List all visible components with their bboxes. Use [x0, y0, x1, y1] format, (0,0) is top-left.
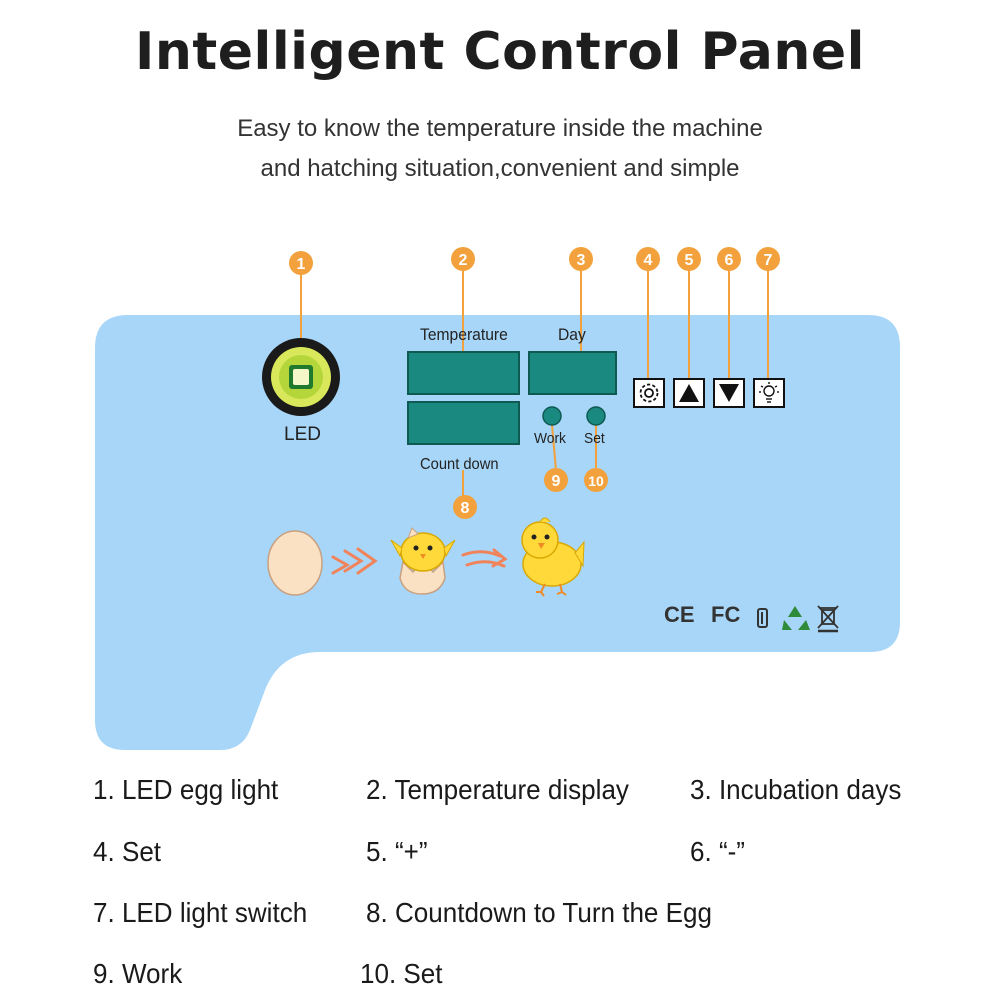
recycle-icon	[782, 606, 810, 630]
temperature-display	[407, 351, 520, 395]
marker-number: 6	[725, 252, 734, 269]
fcc-mark: FC	[711, 602, 741, 627]
legend-item: 4. Set	[93, 836, 162, 867]
day-display	[528, 351, 617, 395]
day-label: Day	[558, 325, 586, 344]
light-bulb-icon	[759, 382, 779, 403]
marker-3: 3	[569, 247, 593, 271]
subtitle-line-2: and hatching situation,convenient and si…	[260, 155, 740, 182]
legend-item: 10. Set	[360, 958, 443, 989]
arrow-icon	[331, 547, 378, 575]
set-indicator	[586, 406, 606, 426]
hatching-chick-illustration	[390, 527, 456, 595]
panel-background	[95, 315, 900, 750]
marker-number: 9	[552, 473, 561, 490]
chick-illustration	[521, 517, 585, 597]
gear-icon	[639, 383, 659, 403]
marker-1: 1	[289, 251, 313, 275]
marker-5: 5	[677, 247, 701, 271]
marker-2: 2	[451, 247, 475, 271]
led-label: LED	[284, 424, 321, 445]
led-light-switch-button[interactable]	[753, 378, 785, 408]
page-title: Intelligent Control Panel	[135, 22, 865, 82]
marker-10: 10	[584, 468, 608, 492]
legend-item: 7. LED light switch	[93, 897, 308, 928]
plus-button[interactable]	[673, 378, 705, 408]
countdown-display	[407, 401, 520, 445]
work-label: Work	[534, 430, 566, 447]
minus-button[interactable]	[713, 378, 745, 408]
legend-item: 3. Incubation days	[690, 774, 902, 805]
countdown-label: Count down	[420, 456, 499, 473]
marker-9: 9	[544, 468, 568, 492]
legend-item: 5. “+”	[366, 836, 428, 867]
led-egg-light	[262, 338, 340, 416]
marker-number: 2	[459, 252, 468, 269]
ce-mark: CE	[664, 602, 695, 627]
marker-number: 3	[577, 252, 586, 269]
legend-item: 9. Work	[93, 958, 183, 989]
weee-bin-icon	[817, 605, 839, 633]
marker-7: 7	[756, 247, 780, 271]
marker-number: 5	[685, 252, 694, 269]
marker-8: 8	[453, 495, 477, 519]
marker-number: 4	[644, 252, 653, 269]
temperature-label: Temperature	[420, 325, 508, 344]
legend-item: 1. LED egg light	[93, 774, 279, 805]
set-label: Set	[584, 430, 605, 447]
marker-number: 7	[764, 252, 773, 269]
egg-illustration	[267, 530, 323, 596]
legend-item: 8. Countdown to Turn the Egg	[366, 897, 712, 928]
subtitle-line-1: Easy to know the temperature inside the …	[237, 115, 763, 142]
triangle-up-icon	[679, 384, 699, 402]
marker-number: 1	[297, 256, 306, 273]
rohs-icon	[757, 608, 768, 628]
triangle-down-icon	[719, 384, 739, 402]
arrow-icon	[461, 548, 508, 568]
work-indicator	[542, 406, 562, 426]
leader-lines	[300, 270, 769, 500]
marker-6: 6	[717, 247, 741, 271]
marker-4: 4	[636, 247, 660, 271]
marker-number: 10	[588, 473, 604, 489]
legend-item: 6. “-”	[690, 836, 745, 867]
legend-item: 2. Temperature display	[366, 774, 629, 805]
set-button[interactable]	[633, 378, 665, 408]
marker-number: 8	[461, 500, 470, 517]
